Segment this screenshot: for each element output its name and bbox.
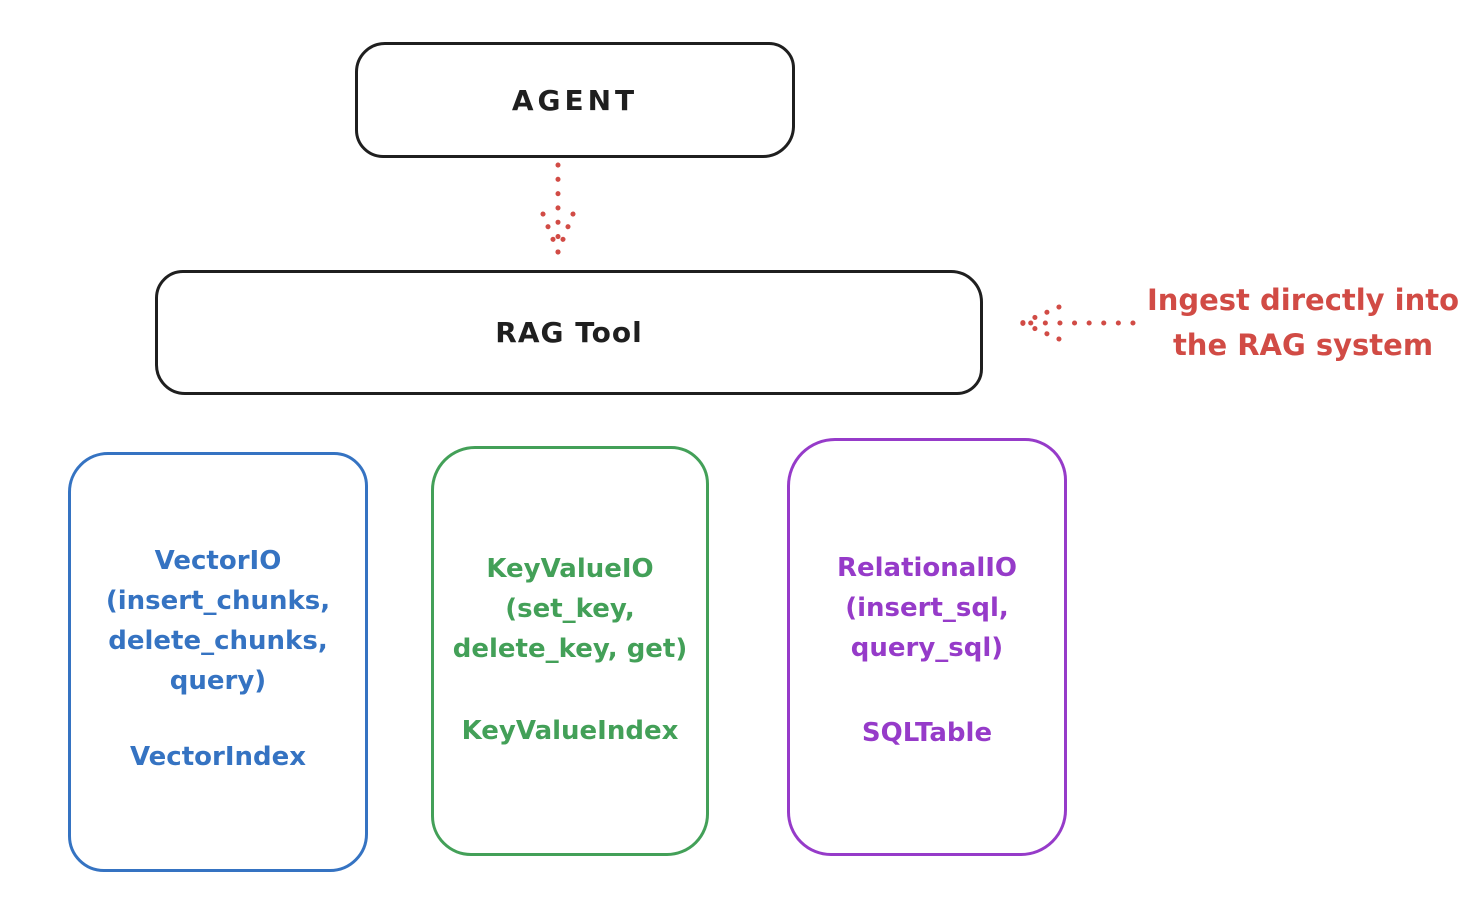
key-value-io-card: KeyValueIO (set_key, delete_key, get) Ke… bbox=[431, 446, 709, 856]
vector-io-footer: VectorIndex bbox=[129, 742, 307, 772]
rag-tool-node: RAG Tool bbox=[155, 270, 983, 395]
agent-label: AGENT bbox=[511, 83, 639, 117]
relational-io-footer: SQLTable bbox=[861, 718, 993, 748]
ingest-annotation: Ingest directly into the RAG system bbox=[1146, 283, 1460, 362]
arrow-agent-to-rag-tool-icon bbox=[540, 162, 576, 255]
vector-io-body: VectorIO (insert_chunks, delete_chunks, … bbox=[105, 546, 331, 696]
relational-io-body: RelationalIO (insert_sql, query_sql) bbox=[836, 553, 1018, 663]
key-value-io-footer: KeyValueIndex bbox=[461, 716, 679, 746]
agent-node: AGENT bbox=[355, 42, 795, 158]
vector-io-card: VectorIO (insert_chunks, delete_chunks, … bbox=[68, 452, 368, 872]
key-value-io-body: KeyValueIO (set_key, delete_key, get) bbox=[452, 554, 688, 664]
rag-tool-label: RAG Tool bbox=[495, 316, 643, 349]
ingest-arrow-icon bbox=[1019, 304, 1136, 342]
relational-io-card: RelationalIO (insert_sql, query_sql) SQL… bbox=[787, 438, 1067, 856]
